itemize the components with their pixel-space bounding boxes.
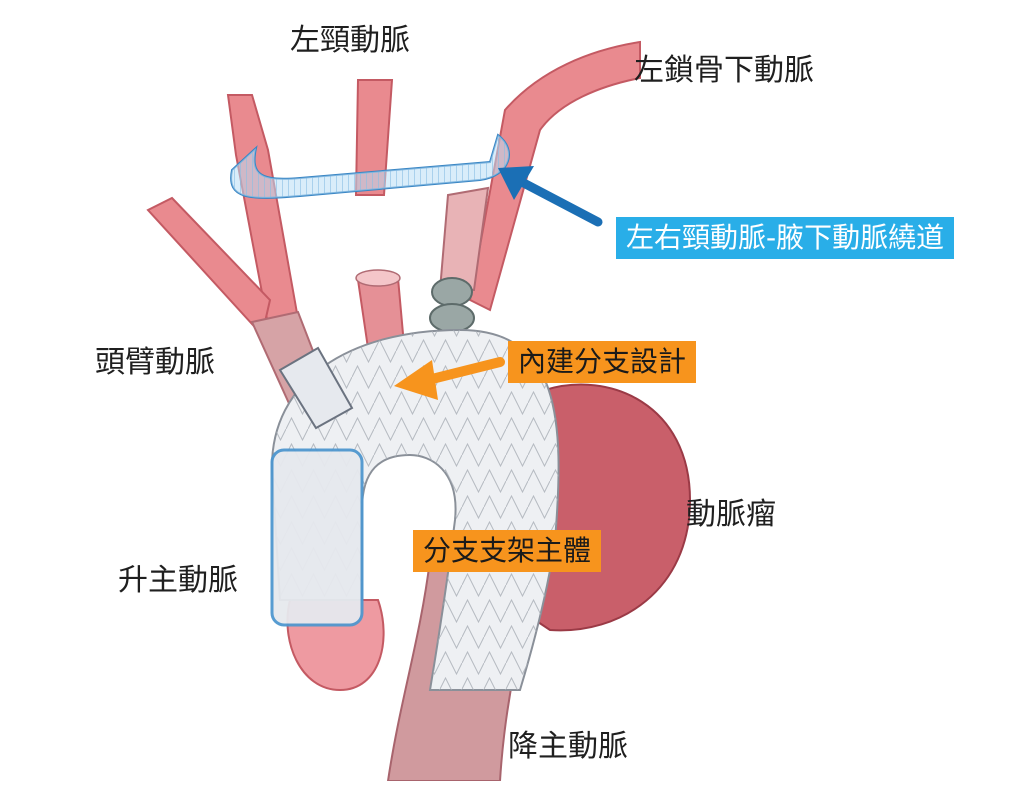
- label-aneurysm: 動脈瘤: [686, 497, 776, 532]
- left-subclavian-lower: [438, 186, 490, 291]
- left-carotid-artery: [354, 79, 394, 196]
- bypass-arrow: [513, 175, 603, 227]
- branch-stent: [278, 346, 354, 430]
- right-subclavian-artery: [146, 196, 272, 338]
- label-left-carotid: 左頸動脈: [290, 23, 410, 58]
- callout-bypass: 左右頸動脈-腋下動脈繞道: [616, 217, 955, 259]
- label-descending-aorta: 降主動脈: [508, 729, 628, 764]
- label-left-subclavian: 左鎖骨下動脈: [634, 53, 814, 88]
- label-ascending-aorta: 升主動脈: [118, 563, 238, 598]
- ascending-cuff: [270, 448, 364, 627]
- occluder-plug-icon: [431, 277, 473, 307]
- left-subclavian-artery: [468, 40, 641, 312]
- callout-stent-body: 分支支架主體: [413, 530, 602, 572]
- branch-arrow: [423, 357, 505, 385]
- suture-knot-icon: [355, 269, 401, 287]
- callout-branch-design: 內建分支設計: [508, 341, 697, 383]
- label-brachiocephalic: 頭臂動脈: [95, 345, 215, 380]
